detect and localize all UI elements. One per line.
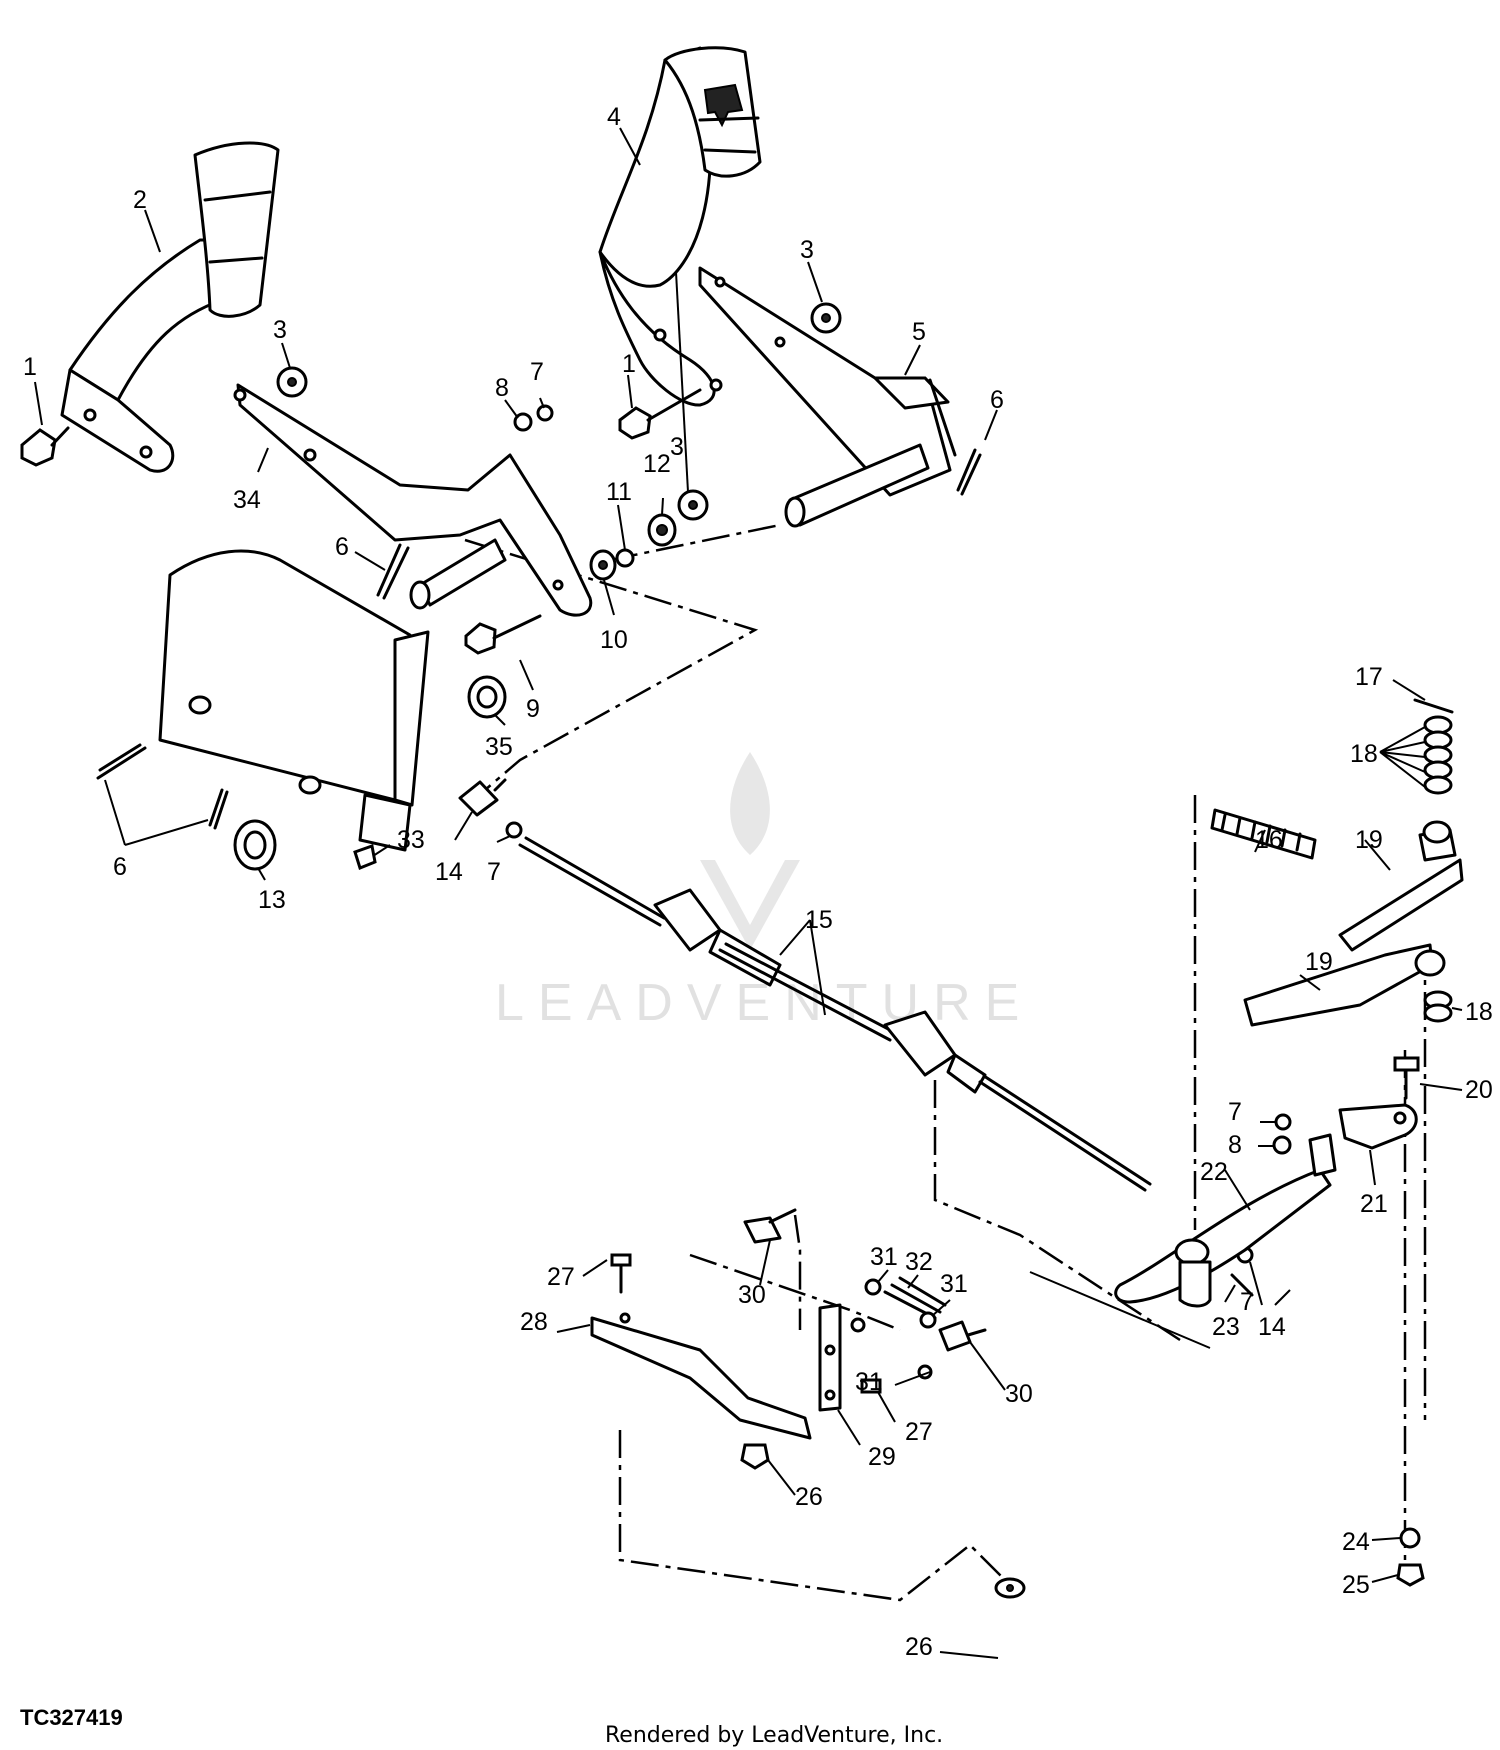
callout-6-mid: 6	[335, 533, 349, 561]
callout-7-right: 7	[1228, 1098, 1242, 1126]
callout-16: 16	[1255, 826, 1283, 854]
washer-stack	[1423, 715, 1453, 1023]
assembly-lines	[464, 523, 1427, 1602]
callout-9: 9	[526, 695, 540, 723]
callout-10: 10	[600, 626, 628, 654]
callout-31-left: 31	[870, 1243, 898, 1271]
callout-17: 17	[1355, 663, 1383, 691]
callout-7-bottom: 7	[1240, 1288, 1254, 1316]
callout-3-mid: 3	[670, 433, 684, 461]
callout-27-right: 27	[905, 1418, 933, 1446]
part-2-brake-pedal	[60, 141, 280, 473]
callout-18-top: 18	[1350, 740, 1378, 768]
callout-13: 13	[258, 886, 286, 914]
callout-15: 15	[805, 906, 833, 934]
callout-22: 22	[1200, 1158, 1228, 1186]
callout-20: 20	[1465, 1076, 1493, 1104]
callout-34: 34	[233, 486, 261, 514]
part-5-pedal-arm	[698, 266, 957, 528]
callout-27-left: 27	[547, 1263, 575, 1291]
render-credit: Rendered by LeadVenture, Inc.	[605, 1723, 943, 1748]
callout-29: 29	[868, 1443, 896, 1471]
callout-6-left: 6	[113, 853, 127, 881]
callout-11: 11	[606, 478, 632, 506]
callout-28: 28	[520, 1308, 548, 1336]
callout-19-mid: 19	[1305, 948, 1333, 976]
callout-3-top: 3	[800, 236, 814, 264]
callout-23: 23	[1212, 1313, 1240, 1341]
callout-14-left: 14	[435, 858, 463, 886]
callout-33: 33	[397, 826, 425, 854]
callout-19-top: 19	[1355, 826, 1383, 854]
callout-7-top: 7	[530, 358, 544, 386]
part-15-control-cable	[458, 778, 1152, 1192]
callout-1-right: 1	[622, 350, 636, 378]
callout-25: 25	[1342, 1571, 1370, 1599]
callouts: 1 2 3 4 3 1 5 6 34 8 7 11 12 3 6 10 9 35…	[23, 103, 1493, 1661]
callout-31-bottom: 31	[855, 1368, 883, 1396]
part-28-linkage	[590, 1208, 1026, 1599]
callout-7-mid: 7	[487, 858, 501, 886]
callout-18-bottom: 18	[1465, 998, 1493, 1026]
cover-plate	[158, 549, 430, 852]
watermark: LEADVENTURE	[495, 752, 1019, 1032]
callout-32: 32	[905, 1248, 933, 1276]
hardware	[20, 302, 1292, 1264]
callout-3-left: 3	[273, 316, 287, 344]
callout-31-right: 31	[940, 1270, 968, 1298]
leader-lines	[34, 127, 1463, 1659]
callout-12: 12	[643, 450, 671, 478]
callout-30-right: 30	[1005, 1380, 1033, 1408]
callout-2: 2	[133, 186, 147, 214]
callout-6-right: 6	[990, 386, 1004, 414]
callout-4: 4	[607, 103, 621, 131]
callout-21: 21	[1360, 1190, 1388, 1218]
part-4-travel-pedal	[598, 46, 762, 407]
callout-8-top: 8	[495, 374, 509, 402]
callout-8-right: 8	[1228, 1131, 1242, 1159]
part-22-bellcrank	[1114, 1103, 1418, 1308]
callout-26-bottom: 26	[905, 1633, 933, 1661]
callout-35: 35	[485, 733, 513, 761]
callout-26-mid: 26	[795, 1483, 823, 1511]
callout-1-left: 1	[23, 353, 37, 381]
figure-code: TC327419	[20, 1705, 123, 1730]
callout-5: 5	[912, 318, 926, 346]
callout-30-left: 30	[738, 1281, 766, 1309]
part-34-pedal-arm	[233, 383, 593, 617]
callout-14-right: 14	[1258, 1313, 1286, 1341]
callout-24: 24	[1342, 1528, 1370, 1556]
